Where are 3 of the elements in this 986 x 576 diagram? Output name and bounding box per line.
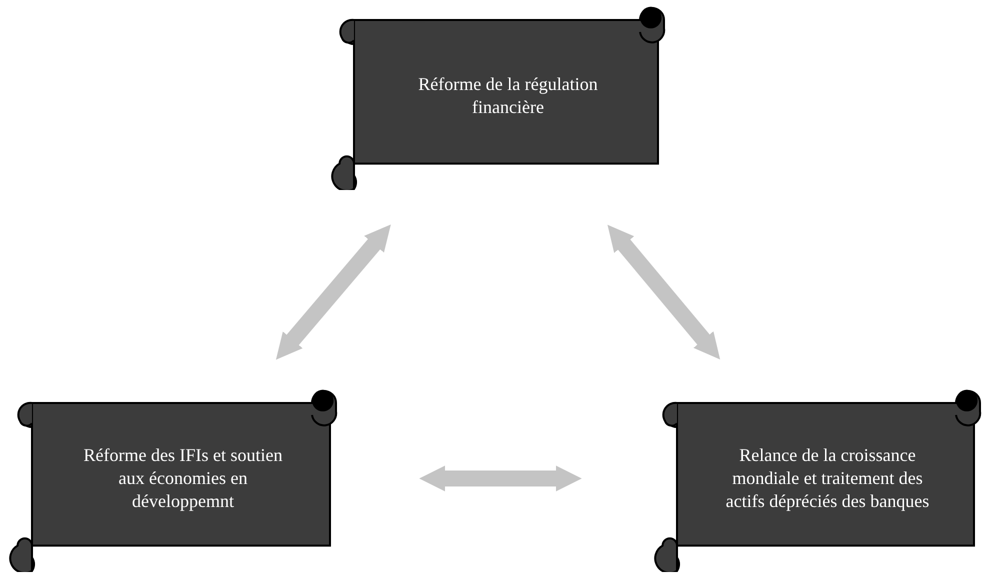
double-arrow <box>276 224 391 360</box>
double-arrow <box>419 466 582 492</box>
double-arrow <box>608 224 720 360</box>
